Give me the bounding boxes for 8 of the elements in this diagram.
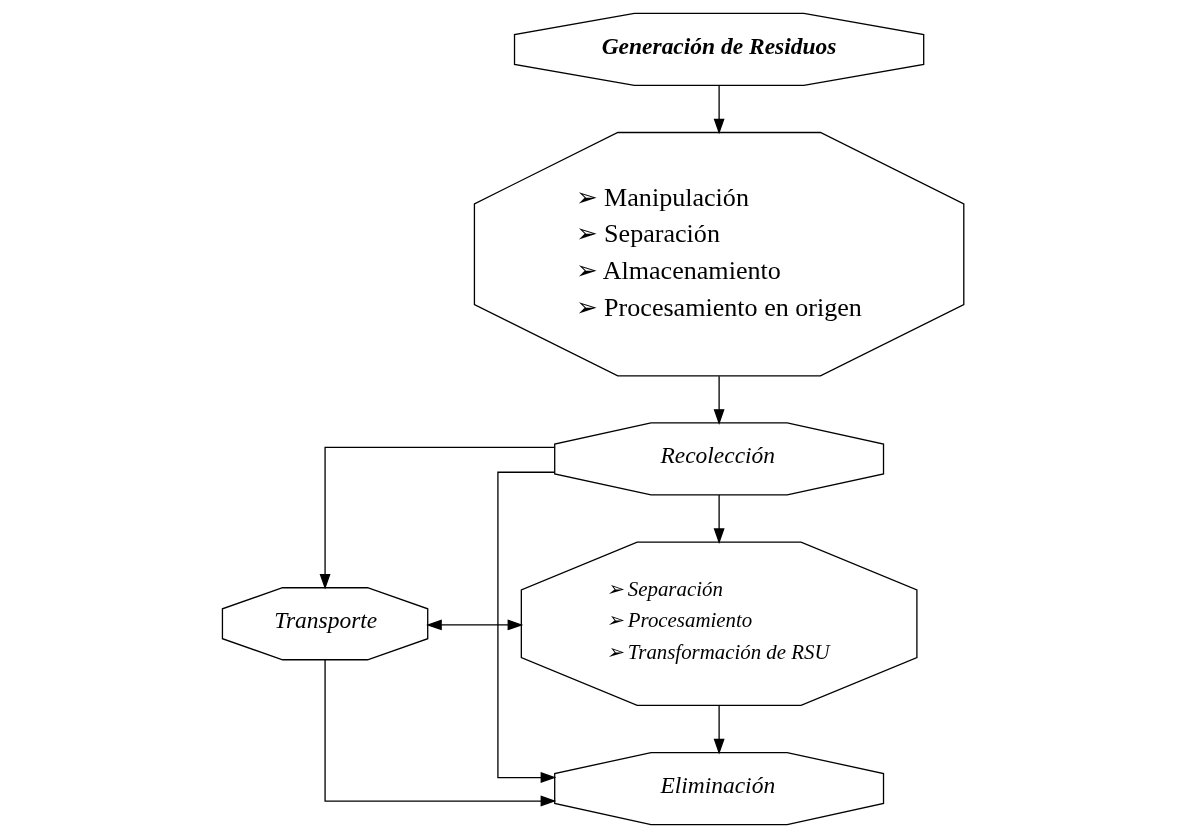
arrow [713,494,725,545]
arrow [425,619,523,631]
arrow [496,471,556,784]
arrow [319,446,555,590]
arrow [323,659,556,807]
arrow [713,375,725,425]
arrow [713,84,725,135]
arrow [713,705,725,755]
